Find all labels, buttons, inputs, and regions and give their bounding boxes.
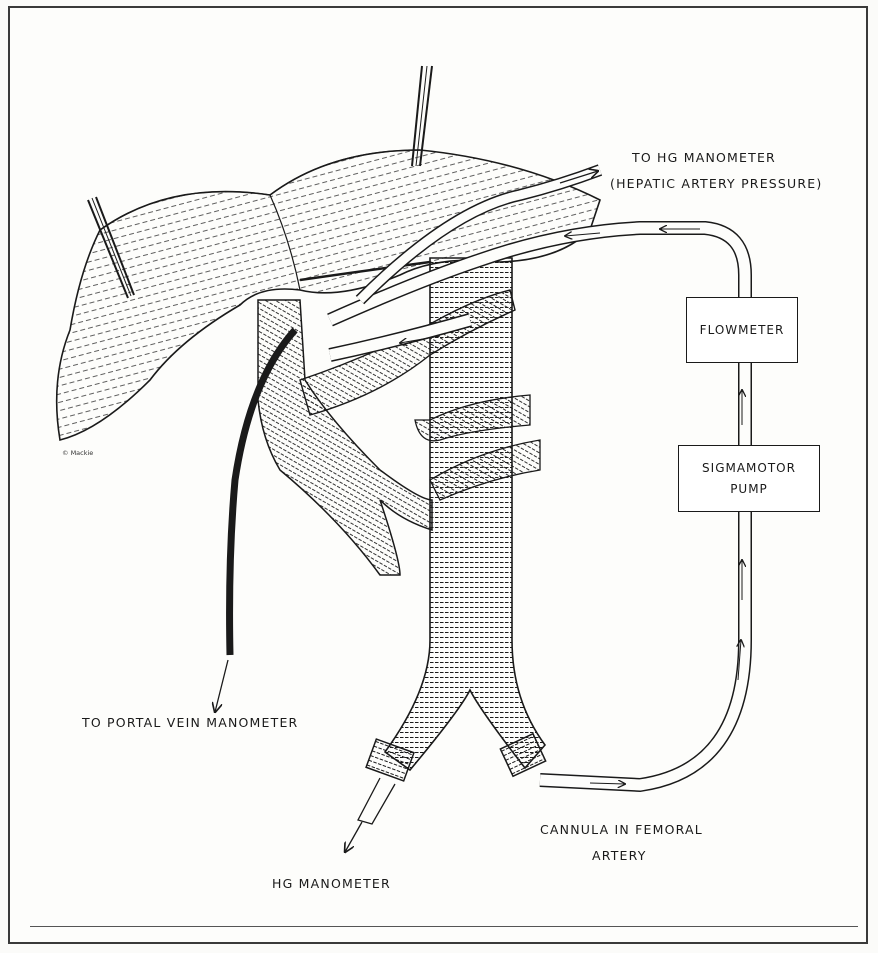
left-cannula bbox=[345, 739, 414, 852]
flowmeter-label: FLOWMETER bbox=[700, 320, 785, 340]
sigmamotor-pump-box: SIGMAMOTOR PUMP bbox=[678, 445, 820, 512]
hg-manometer-bottom-label: Hg MANOMETER bbox=[272, 876, 391, 891]
flowmeter-box: FLOWMETER bbox=[686, 297, 798, 363]
cannula-label-1: CANNULA IN FEMORAL bbox=[540, 822, 703, 837]
hg-manometer-top-label-1: TO Hg MANOMETER bbox=[632, 150, 776, 165]
cannula-label-2: ARTERY bbox=[592, 848, 647, 863]
hg-manometer-top-label-2: (HEPATIC ARTERY PRESSURE) bbox=[610, 176, 822, 191]
bottom-rule bbox=[30, 926, 858, 927]
portal-vein-label: TO PORTAL VEIN MANOMETER bbox=[82, 715, 298, 730]
signature: © Mackie bbox=[62, 449, 93, 457]
pump-label-line2: PUMP bbox=[730, 479, 768, 499]
pump-label-line1: SIGMAMOTOR bbox=[702, 458, 796, 478]
